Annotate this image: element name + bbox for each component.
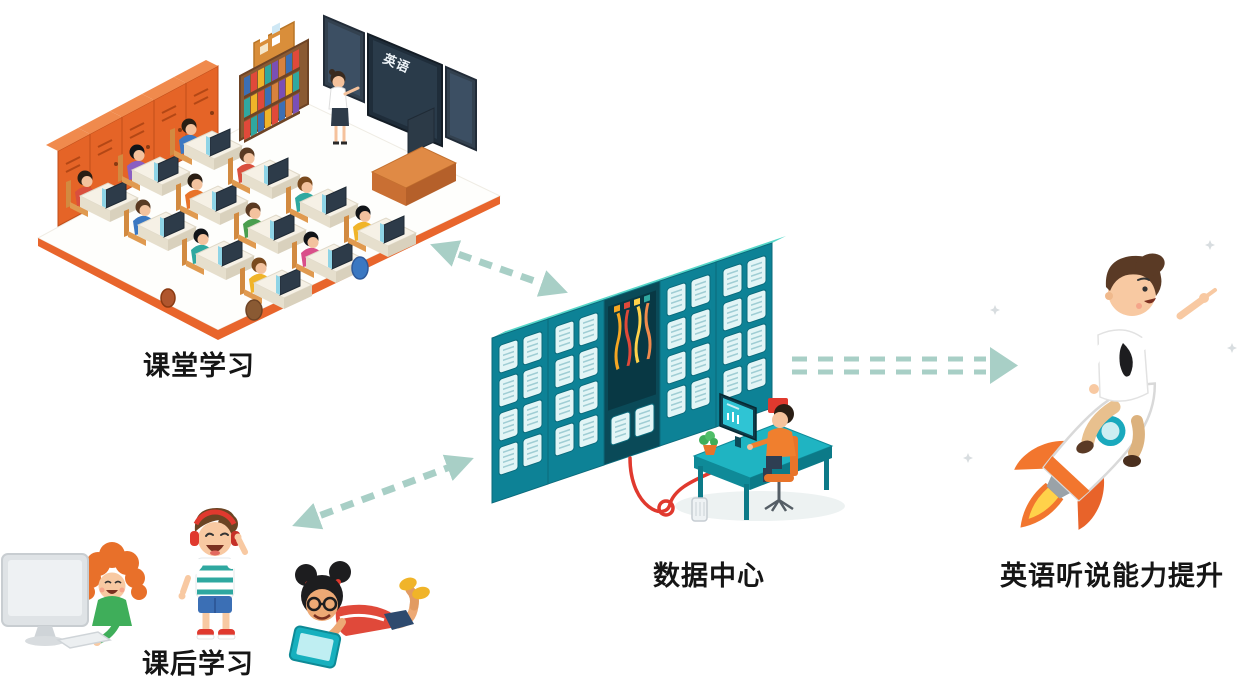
tablet	[288, 625, 342, 669]
data-center-label: 数据中心	[653, 561, 765, 592]
bookshelf	[239, 38, 309, 143]
open-rack-cables	[603, 280, 661, 466]
classroom-illustration: 英语	[8, 0, 508, 345]
server-racks	[491, 236, 786, 504]
pinboard	[253, 20, 295, 76]
rocket-illustration	[952, 225, 1249, 570]
network-cable	[628, 456, 740, 517]
outcome-label: 英语听说能力提升	[1000, 561, 1224, 592]
tablet-girl	[288, 561, 430, 669]
headphone-boy	[178, 508, 249, 640]
backpacks	[160, 256, 369, 321]
sparkles	[963, 240, 1237, 463]
data-center-illustration	[480, 208, 845, 538]
operator-person	[747, 404, 798, 512]
after-class-illustration	[0, 492, 455, 695]
trash-bin	[691, 497, 708, 522]
floor-shadow	[675, 491, 845, 521]
dashboard-monitor	[719, 392, 757, 448]
desk-plant	[699, 431, 718, 455]
after-class-label: 课后学习	[142, 649, 254, 680]
classroom-label: 课堂学习	[143, 351, 255, 382]
desktop-monitor	[1, 553, 112, 649]
teacher-figure	[328, 69, 360, 145]
teacher-desk	[370, 107, 458, 206]
computer-girl	[1, 542, 147, 649]
rocket-boy	[1076, 253, 1217, 467]
